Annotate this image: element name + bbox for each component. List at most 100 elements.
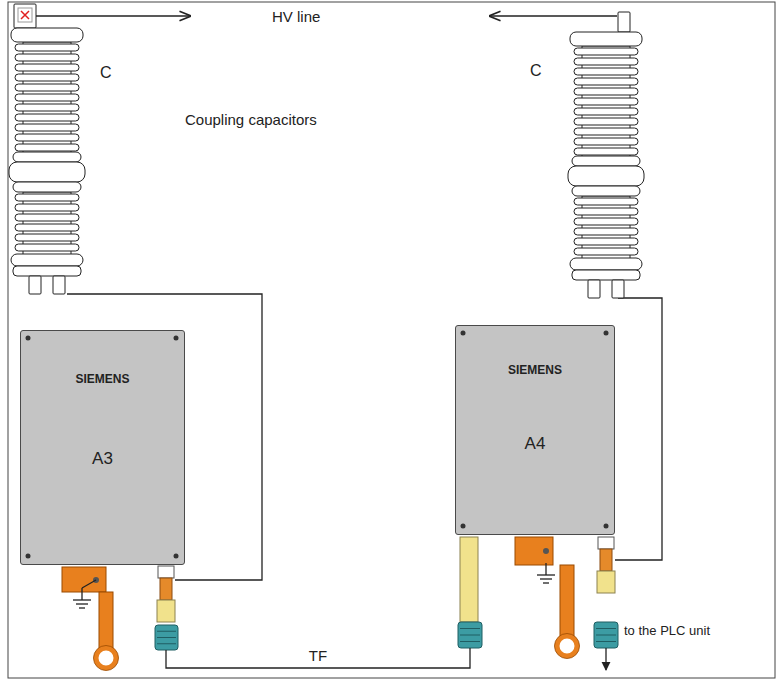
frame	[8, 2, 775, 678]
terminal-icon-mark	[21, 11, 29, 19]
cable-sleeve	[597, 571, 615, 593]
earthing-switch	[515, 537, 553, 565]
earthing-switch	[62, 567, 106, 592]
hv-line-arrow	[490, 15, 617, 16]
insulator-shed	[15, 224, 79, 231]
terminal-leg	[612, 280, 624, 298]
earthing-ring	[557, 636, 577, 656]
insulator-shed	[574, 238, 638, 245]
component-letter: C	[100, 64, 112, 82]
screw	[461, 524, 466, 529]
a3-terminals	[62, 566, 178, 671]
insulator-shed	[15, 194, 79, 201]
insulator-flange	[13, 182, 81, 192]
connector-plug	[594, 622, 618, 648]
insulator-shed	[574, 108, 638, 115]
insulator-flange	[11, 28, 83, 42]
bushing-core	[160, 578, 172, 600]
cable-sleeve	[460, 537, 478, 622]
ground-wire	[545, 563, 546, 575]
earthing-ring-edge	[94, 646, 119, 671]
coupling-capacitor: C	[522, 6, 654, 298]
insulator-shed	[15, 204, 79, 211]
plug-ridge	[460, 628, 480, 629]
screw	[26, 554, 31, 559]
insulator-drawing	[8, 2, 128, 294]
insulator-shed	[15, 84, 79, 91]
plug-ridge	[157, 631, 176, 632]
line-label: HV line	[272, 8, 320, 25]
insulator-shed	[15, 64, 79, 71]
device-id: A4	[456, 434, 614, 454]
plug-ridge	[460, 635, 480, 636]
insulator-base	[572, 270, 640, 280]
plug-ridge	[596, 635, 616, 636]
plug-ridge	[596, 641, 616, 642]
insulator-shed	[574, 88, 638, 95]
cable-sleeve	[157, 600, 175, 622]
terminal-leg	[29, 276, 41, 294]
screw	[604, 524, 609, 529]
insulator	[568, 12, 644, 298]
bushing-core	[600, 549, 612, 571]
insulator-shed	[15, 234, 79, 241]
insulator-shed	[574, 68, 638, 75]
ground-symbol	[537, 574, 555, 575]
plug-ridge	[460, 641, 480, 642]
insulator-flange	[572, 186, 640, 196]
screw	[174, 336, 179, 341]
a4-terminals	[458, 537, 618, 670]
signal-arrow	[605, 648, 606, 670]
insulator-shed	[15, 44, 79, 51]
insulator-shed	[574, 58, 638, 65]
group-label: Coupling capacitors	[185, 111, 317, 128]
insulator-base	[11, 254, 83, 266]
brand-name: SIEMENS	[21, 373, 184, 387]
coupling-device-box: SIEMENSA4	[455, 325, 615, 535]
insulator-shed	[574, 248, 638, 255]
plug-ridge	[157, 637, 176, 638]
insulator	[9, 4, 85, 294]
insulator-shed	[574, 198, 638, 205]
ground-wire	[81, 588, 82, 600]
insulator-drawing	[522, 6, 654, 298]
insulator-shed	[574, 138, 638, 145]
earthing-ring-edge	[555, 634, 580, 659]
bushing-cap	[158, 566, 174, 578]
hv-terminal	[618, 12, 630, 32]
ground-symbol	[76, 603, 88, 604]
insulator-shed	[574, 128, 638, 135]
ground-symbol	[540, 578, 552, 579]
plug-ridge	[157, 643, 176, 644]
screw	[461, 331, 466, 336]
insulator-shed	[15, 54, 79, 61]
edge-label-holder: TF	[307, 647, 329, 664]
ground-symbol	[73, 599, 91, 600]
insulator-shed	[574, 218, 638, 225]
insulator-joint	[568, 166, 644, 186]
wire	[615, 298, 662, 560]
insulator-shed	[574, 98, 638, 105]
insulator-shed	[15, 74, 79, 81]
insulator-base	[570, 258, 642, 270]
earthing-rod	[560, 565, 574, 636]
insulator-shed	[15, 144, 79, 151]
destination-label: to the PLC unit	[624, 624, 710, 639]
insulator-base	[13, 266, 81, 276]
bolt	[543, 548, 549, 554]
insulator-flange	[13, 152, 81, 162]
insulator-shed	[574, 228, 638, 235]
coupling-device-box: SIEMENSA3	[20, 330, 185, 565]
insulator-shed	[574, 208, 638, 215]
insulator-shed	[15, 94, 79, 101]
box-screws	[21, 331, 183, 563]
insulator-shed	[15, 114, 79, 121]
box-screws	[456, 326, 613, 533]
insulator-shed	[574, 148, 638, 155]
label-holder: to the PLC unit	[624, 624, 710, 639]
earthing-rod	[99, 592, 113, 648]
hv-terminal	[14, 4, 36, 28]
earthing-ring	[96, 648, 116, 668]
